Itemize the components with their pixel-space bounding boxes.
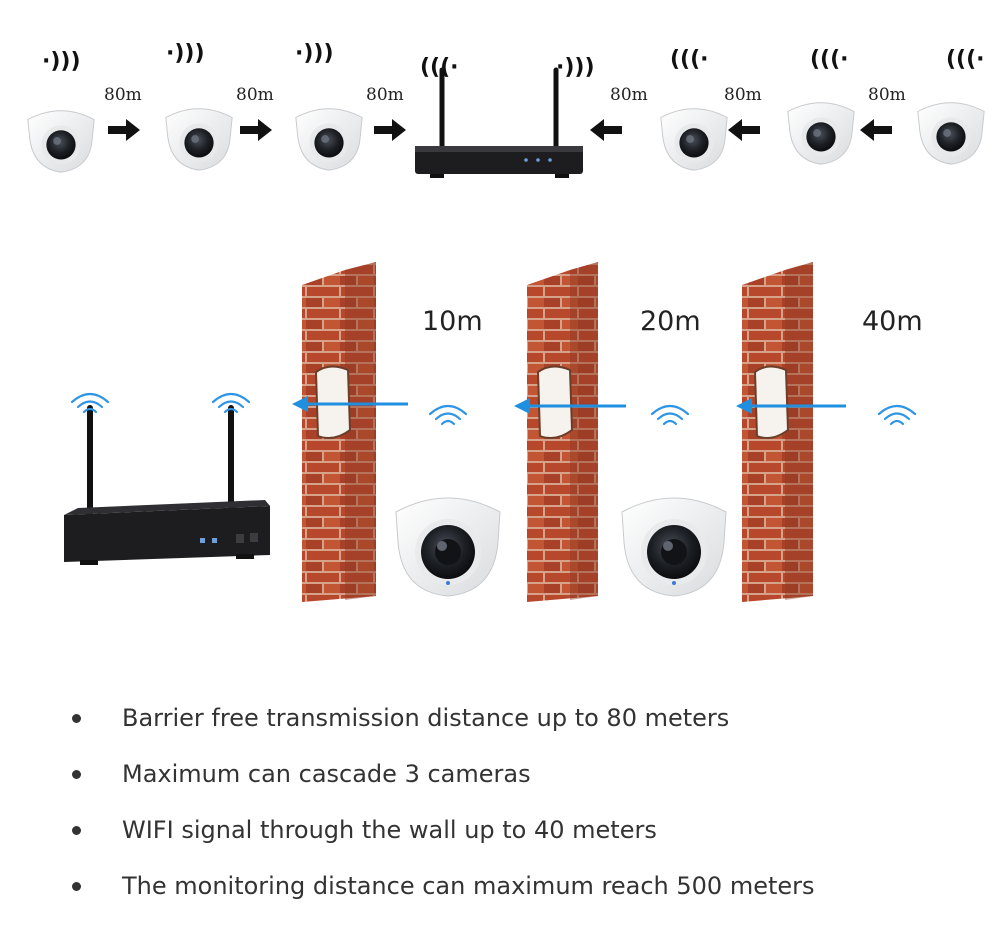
brick-wall — [527, 262, 598, 602]
svg-text:·))): ·))) — [295, 41, 334, 66]
top-cascade-diagram: ·))) ·))) ·))) (((· ·))) (((· (((· (((· — [27, 41, 985, 178]
svg-text:(((·: (((· — [810, 47, 849, 72]
signal-arrow — [292, 396, 846, 414]
distance-label: 80m — [610, 85, 648, 105]
feature-text: Barrier free transmission distance up to… — [122, 704, 730, 732]
feature-text: WIFI signal through the wall up to 40 me… — [122, 816, 657, 844]
nvr-recorder-icon — [415, 67, 583, 178]
bullet-icon — [72, 826, 81, 835]
bullet-icon — [72, 770, 81, 779]
svg-text:·))): ·))) — [556, 55, 595, 80]
feature-item: WIFI signal through the wall up to 40 me… — [70, 802, 970, 858]
brick-wall — [742, 262, 813, 602]
feature-list: Barrier free transmission distance up to… — [70, 690, 970, 914]
feature-text: The monitoring distance can maximum reac… — [122, 872, 815, 900]
bullet-icon — [72, 714, 81, 723]
distance-label: 40m — [862, 306, 923, 337]
direction-arrow — [108, 119, 892, 141]
svg-text:(((·: (((· — [946, 47, 985, 72]
distance-label: 80m — [724, 85, 762, 105]
dome-camera-icon — [787, 102, 855, 165]
dome-camera-icon — [27, 110, 95, 173]
distance-label: 80m — [366, 85, 404, 105]
dome-camera-icon — [395, 497, 501, 597]
feature-text: Maximum can cascade 3 cameras — [122, 760, 531, 788]
svg-text:(((·: (((· — [670, 47, 709, 72]
wifi-signal-icon: ·))) ·))) ·))) (((· ·))) (((· (((· (((· — [42, 41, 985, 80]
dome-camera-icon — [917, 102, 985, 165]
dome-camera-icon — [295, 108, 363, 171]
nvr-recorder-icon — [64, 405, 270, 565]
dome-camera-icon — [660, 108, 728, 171]
svg-text:(((·: (((· — [420, 55, 459, 80]
distance-label: 80m — [104, 85, 142, 105]
distance-label: 10m — [422, 306, 483, 337]
distance-label: 20m — [640, 306, 701, 337]
distance-label: 80m — [236, 85, 274, 105]
wall-penetration-diagram: 10m 20m 40m — [64, 262, 923, 602]
feature-item: Barrier free transmission distance up to… — [70, 690, 970, 746]
svg-text:·))): ·))) — [42, 49, 81, 74]
dome-camera-icon — [165, 108, 233, 171]
svg-text:·))): ·))) — [166, 41, 205, 66]
wifi-signal-icon — [70, 392, 917, 426]
bullet-icon — [72, 882, 81, 891]
dome-camera-icon — [621, 497, 727, 597]
feature-item: Maximum can cascade 3 cameras — [70, 746, 970, 802]
brick-wall — [302, 262, 376, 602]
feature-item: The monitoring distance can maximum reac… — [70, 858, 970, 914]
distance-label: 80m — [868, 85, 906, 105]
